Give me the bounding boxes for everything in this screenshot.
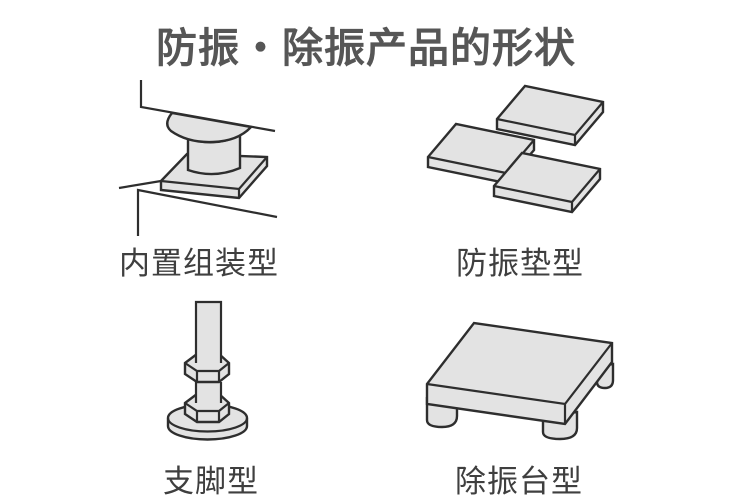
pad-back [495,84,605,147]
label-built-in-mount: 内置组装型 [119,246,279,281]
diagram-title: 防振・除振产品的形状 [156,25,576,71]
floor-surface-line [118,179,162,190]
isolation-table-illustration [425,321,615,441]
rod-lower-edges [194,382,223,403]
anti-vibration-pads-illustration [426,84,605,214]
label-isolation-table: 除振台型 [455,464,583,499]
threaded-rod-edges [194,300,223,363]
leveling-foot-illustration [166,300,249,441]
pad-back-edges [496,101,604,145]
foot-base-rim [166,417,249,433]
pad-front-edges [493,168,601,212]
floor-corner-lines [136,188,278,236]
threaded-rod [196,302,221,363]
table-top-edges [426,342,613,424]
label-anti-vibration-pads: 防振垫型 [456,246,584,281]
pad-front [492,151,602,214]
mount-dome [166,111,254,144]
table-top-slab [425,321,614,426]
base-plate-edges [160,156,268,198]
hex-nut-lower-edges [184,402,230,422]
built-in-mount-illustration [118,80,278,236]
label-leveling-foot: 支脚型 [163,464,259,499]
hex-nut-upper-edges [184,362,230,382]
rod-lower-segment [196,382,221,403]
